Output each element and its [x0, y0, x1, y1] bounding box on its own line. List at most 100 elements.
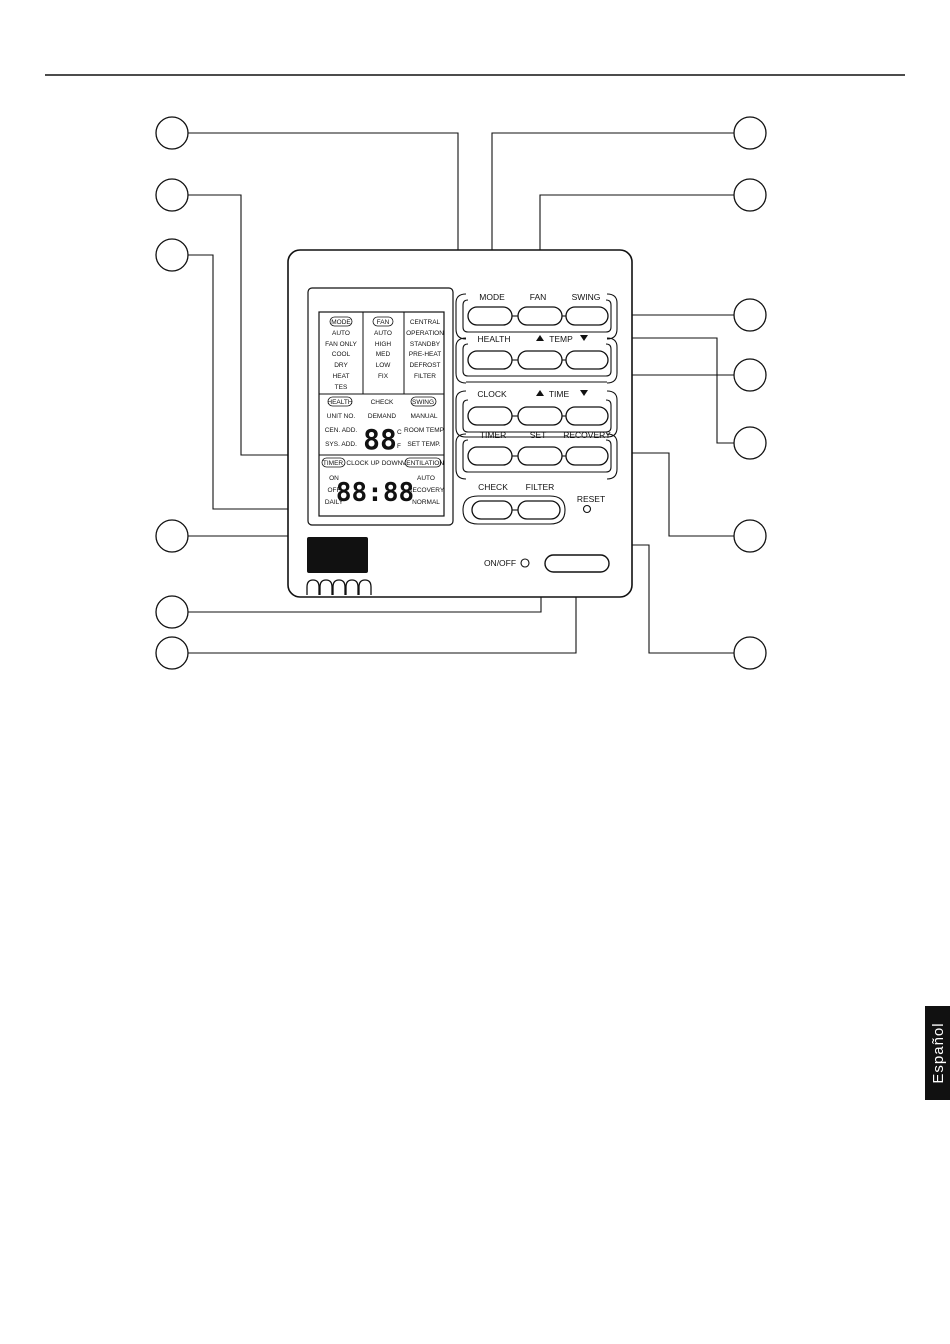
- filter-button[interactable]: [517, 500, 561, 520]
- callout-circle-icon: [155, 238, 189, 272]
- lcd-unit-no: UNIT NO.: [327, 413, 356, 420]
- lcd-tes: TES: [335, 384, 348, 391]
- lcd-central: CENTRAL: [410, 319, 441, 326]
- onoff-button[interactable]: [544, 554, 610, 573]
- lcd-fan-fix: FIX: [378, 373, 389, 380]
- lcd-fan-low: LOW: [376, 362, 392, 369]
- triangle-up-icon: [536, 335, 544, 341]
- timer-button[interactable]: [467, 446, 513, 466]
- leader-line: [594, 337, 734, 444]
- lcd-screen: [318, 311, 445, 517]
- triangle-down-icon: [580, 390, 588, 396]
- callout-circles: [155, 116, 767, 670]
- recovery-button[interactable]: [565, 446, 609, 466]
- lcd-clock-digits: 88:88: [336, 478, 414, 508]
- filter-label: FILTER: [526, 482, 555, 492]
- lcd-normal: NORMAL: [412, 499, 440, 506]
- lcd-fan-only: FAN ONLY: [325, 341, 357, 348]
- set-label: SET: [530, 430, 547, 440]
- button-group-frames: [455, 293, 618, 525]
- language-side-tab: [925, 1006, 950, 1100]
- reset-button[interactable]: [582, 504, 592, 514]
- lcd-fan-auto: AUTO: [374, 330, 392, 337]
- lcd-check: CHECK: [371, 399, 394, 406]
- callout-circle-icon: [733, 426, 767, 460]
- lcd-auto-vent: AUTO: [417, 475, 435, 482]
- callout-circle-icon: [733, 178, 767, 212]
- lcd-manual: MANUAL: [410, 413, 437, 420]
- lcd-down: DOWN: [382, 460, 403, 467]
- lcd-swing: SWING: [412, 399, 434, 406]
- callout-circle-icon: [155, 519, 189, 553]
- lcd-dry: DRY: [334, 362, 348, 369]
- clock-button[interactable]: [467, 406, 513, 426]
- lcd-fan-med: MED: [376, 351, 391, 358]
- mode-label: MODE: [479, 292, 505, 302]
- lcd-operation: OPERATION: [406, 330, 444, 337]
- lcd-cen-add: CEN. ADD.: [325, 427, 358, 434]
- lcd-fan-label: FAN: [377, 319, 390, 326]
- lcd-standby: STANDBY: [410, 341, 441, 348]
- lcd-demand: DEMAND: [368, 413, 396, 420]
- callout-circle-icon: [155, 178, 189, 212]
- check-label: CHECK: [478, 482, 508, 492]
- health-button[interactable]: [467, 350, 513, 370]
- lcd-recovery: RECOVERY: [408, 487, 445, 494]
- lcd-on: ON: [329, 475, 339, 482]
- lcd-defrost: DEFROST: [409, 362, 440, 369]
- lcd-mode-label: MODE: [331, 319, 351, 326]
- callout-circle-icon: [733, 519, 767, 553]
- lcd-ventilation: VENTILATION: [402, 460, 444, 467]
- vent-slots: [306, 579, 372, 595]
- lcd-filter: FILTER: [414, 373, 436, 380]
- callout-circle-icon: [733, 636, 767, 670]
- lcd-off: OFF: [328, 487, 341, 494]
- set-button[interactable]: [517, 446, 563, 466]
- lcd-clock-up: CLOCK UP: [346, 460, 379, 467]
- lcd-cool: COOL: [332, 351, 351, 358]
- time-label: TIME: [549, 389, 570, 399]
- callout-circle-icon: [155, 116, 189, 150]
- clock-label: CLOCK: [477, 389, 507, 399]
- callout-circle-icon: [155, 595, 189, 629]
- callout-circle-icon: [155, 636, 189, 670]
- mode-button[interactable]: [467, 306, 513, 326]
- recovery-label: RECOVERY: [563, 430, 611, 440]
- time-up-button[interactable]: [517, 406, 563, 426]
- lcd-set-temp: SET TEMP.: [407, 441, 440, 448]
- lcd-unit-f: F: [397, 443, 401, 450]
- lcd-sys-add: SYS. ADD.: [325, 441, 357, 448]
- callout-circle-icon: [733, 358, 767, 392]
- led-icon: [520, 558, 530, 568]
- fan-button[interactable]: [517, 306, 563, 326]
- timer-label: TIMER: [480, 430, 506, 440]
- callout-circle-icon: [733, 116, 767, 150]
- check-button[interactable]: [471, 500, 513, 520]
- swing-button[interactable]: [565, 306, 609, 326]
- lcd-pre-heat: PRE-HEAT: [409, 351, 441, 358]
- lcd-health: HEALTH: [327, 399, 352, 406]
- onoff-label: ON/OFF: [484, 558, 516, 568]
- temp-up-button[interactable]: [517, 350, 563, 370]
- triangle-up-icon: [536, 390, 544, 396]
- lcd-fan-high: HIGH: [375, 341, 392, 348]
- temp-label: TEMP: [549, 334, 573, 344]
- triangle-down-icon: [580, 335, 588, 341]
- lcd-daily: DAILY: [325, 499, 344, 506]
- temp-down-button[interactable]: [565, 350, 609, 370]
- fan-label: FAN: [530, 292, 547, 302]
- lcd-temp-digits: 88: [363, 423, 397, 456]
- time-down-button[interactable]: [565, 406, 609, 426]
- language-side-tab-label: Español: [930, 1022, 947, 1083]
- callout-circle-icon: [733, 298, 767, 332]
- lcd-auto: AUTO: [332, 330, 350, 337]
- lcd-room-temp: ROOM TEMP: [404, 427, 444, 434]
- health-label: HEALTH: [478, 334, 511, 344]
- lcd-unit-c: C: [397, 429, 402, 436]
- reset-label: RESET: [577, 494, 605, 504]
- lcd-timer: TIMER: [323, 460, 344, 467]
- swing-label: SWING: [572, 292, 601, 302]
- ir-receiver-window: [307, 537, 368, 573]
- lcd-heat: HEAT: [333, 373, 350, 380]
